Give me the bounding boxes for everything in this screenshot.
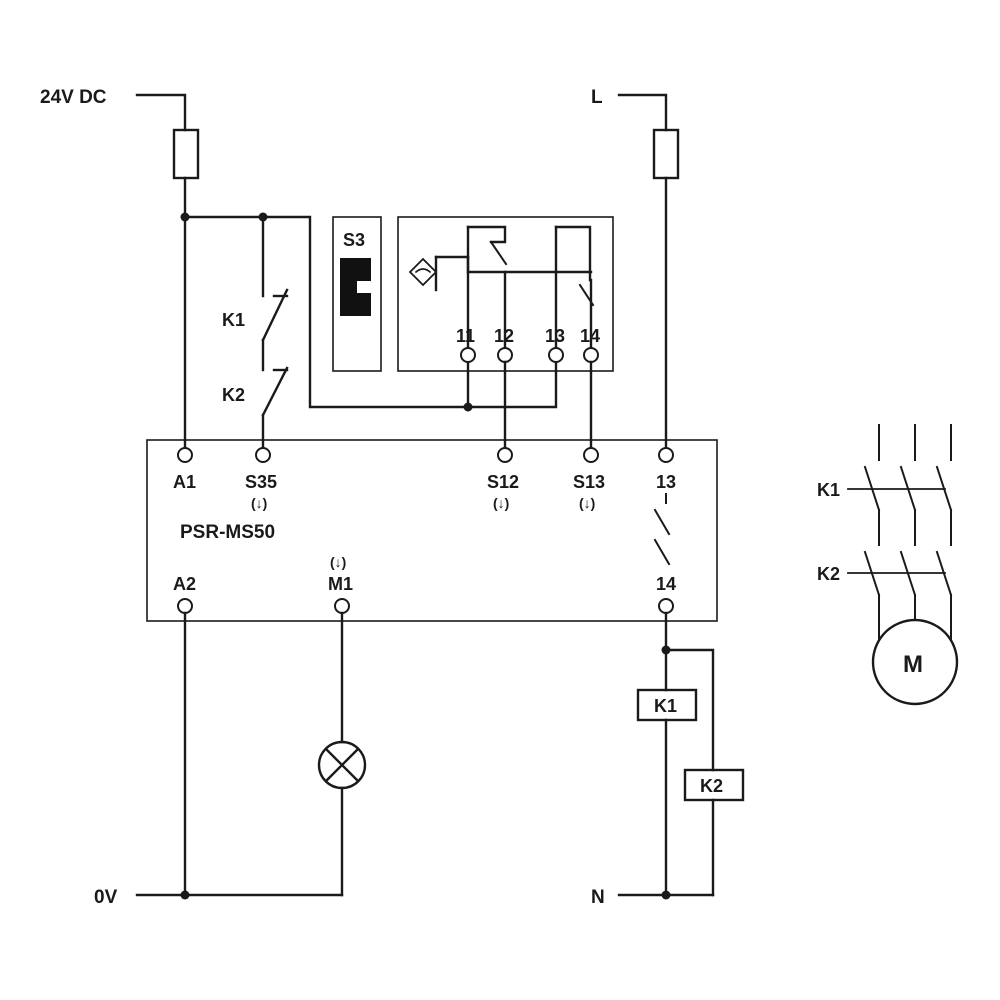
switch-terminal-11-label: 11 (456, 326, 475, 346)
s12-arrow-mark: (↓) (493, 495, 509, 511)
switch-terminal-12-label: 12 (494, 326, 514, 346)
switch-terminal-13 (548, 347, 564, 363)
lamp-icon (317, 740, 367, 790)
supply-l-label: L (591, 87, 603, 108)
coil-k1 (636, 688, 698, 722)
s35-arrow-mark: (↓) (251, 495, 267, 511)
motor-label: M (903, 651, 923, 678)
terminal-a1 (177, 447, 193, 463)
output-contact-13-14 (653, 493, 671, 566)
actuator-s3-box (332, 216, 382, 372)
terminal-a2 (177, 598, 193, 614)
terminal-14 (658, 598, 674, 614)
coil-k1-label: K1 (654, 696, 677, 716)
fuse-ac (652, 128, 680, 180)
terminal-a2-label: A2 (173, 574, 196, 594)
junction-dot (463, 402, 473, 412)
junction-dot (661, 890, 671, 900)
dc-supply-wiring (135, 93, 558, 452)
supply-24v-label: 24V DC (40, 87, 107, 108)
junction-dot (180, 212, 190, 222)
supply-0v-label: 0V (94, 887, 118, 908)
switch-terminal-12 (497, 347, 513, 363)
wire-k2-branch (664, 648, 715, 772)
device-name: PSR-MS50 (180, 522, 275, 543)
coil-k2-label: K2 (700, 776, 723, 796)
coil-k2 (683, 768, 745, 802)
junction-dot (661, 645, 671, 655)
terminal-14-label: 14 (656, 574, 676, 594)
m1-arrow-mark: (↓) (330, 554, 346, 570)
feedback-contact-k2 (261, 366, 289, 417)
feedback-k1-label: K1 (222, 310, 245, 330)
terminal-m1 (334, 598, 350, 614)
feedback-k2-label: K2 (222, 385, 245, 405)
actuator-s3-icon (340, 258, 371, 316)
l-supply-wiring (617, 93, 668, 452)
switch-terminal-14 (583, 347, 599, 363)
feedback-contact-k1 (261, 288, 289, 342)
terminal-13-label: 13 (656, 472, 676, 492)
terminal-s13 (583, 447, 599, 463)
switch-terminal-13-label: 13 (545, 326, 565, 346)
junction-dot (180, 890, 190, 900)
supply-n-label: N (591, 887, 605, 908)
junction-dot (258, 212, 268, 222)
motor-contact-k1-label: K1 (817, 480, 840, 500)
terminal-13 (658, 447, 674, 463)
s13-arrow-mark: (↓) (579, 495, 595, 511)
terminal-m1-label: M1 (328, 574, 353, 594)
device-box (146, 439, 718, 622)
actuator-s3-label: S3 (343, 230, 365, 250)
terminal-s13-label: S13 (573, 472, 605, 492)
terminal-s12 (497, 447, 513, 463)
switch-terminal-14-label: 14 (580, 326, 600, 346)
terminal-s35 (255, 447, 271, 463)
terminal-a1-label: A1 (173, 472, 196, 492)
motor-contact-k2-label: K2 (817, 564, 840, 584)
switch-terminal-11 (460, 347, 476, 363)
fuse-dc (172, 128, 200, 180)
terminal-s12-label: S12 (487, 472, 519, 492)
terminal-s35-label: S35 (245, 472, 277, 492)
safety-switch-internal (408, 225, 595, 352)
motor-power-circuit (847, 424, 959, 706)
